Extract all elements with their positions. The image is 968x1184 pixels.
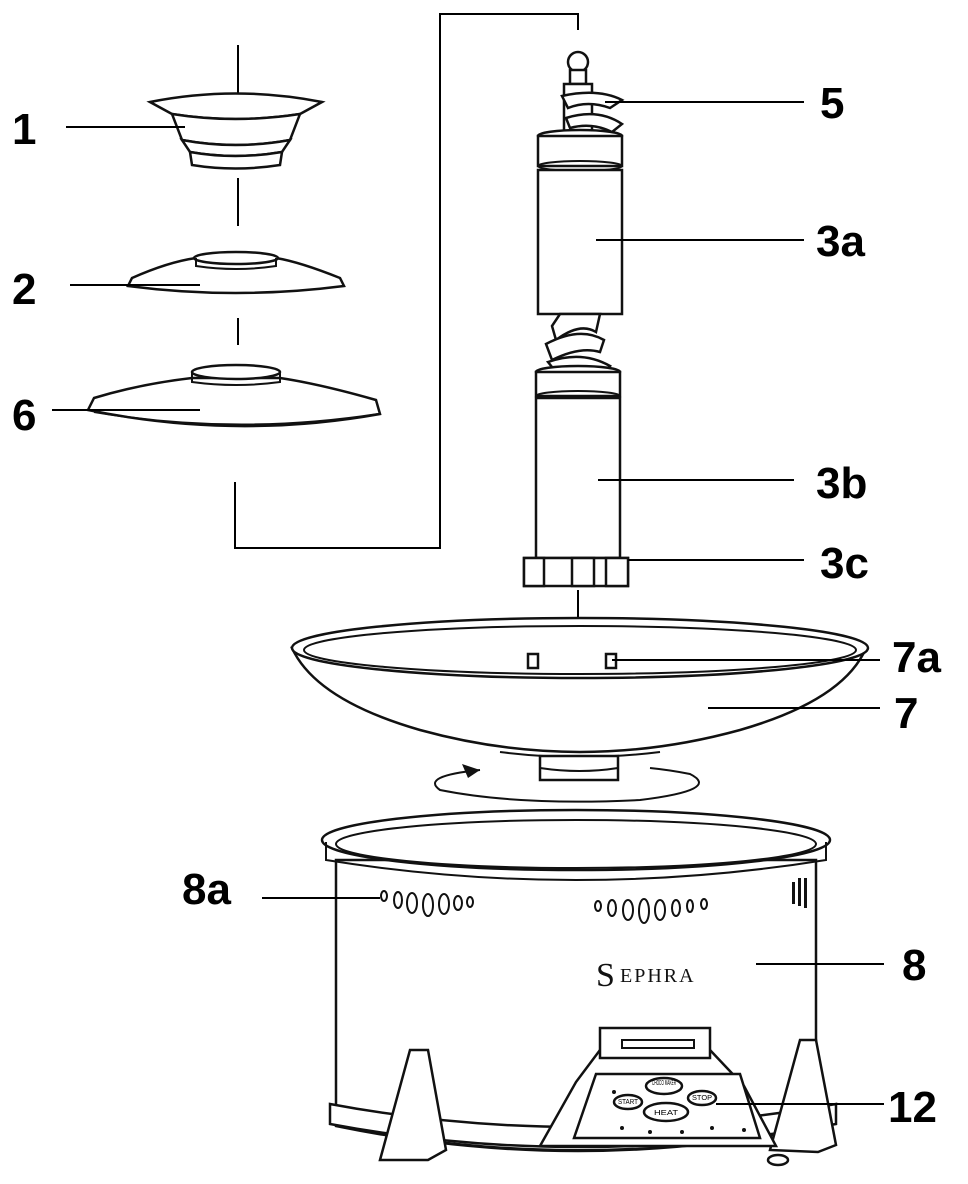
part-12-control-panel: CHOCO MAKER START STOP HEAT <box>537 1026 779 1148</box>
part-2-middle-tier <box>126 250 346 295</box>
stop-button-label: STOP <box>692 1095 712 1102</box>
part-3a-upper-column <box>536 128 624 374</box>
label-1: 1 <box>12 105 36 154</box>
label-2: 2 <box>12 265 36 314</box>
heat-button <box>642 1101 690 1123</box>
label-3b: 3b <box>816 459 867 508</box>
label-5: 5 <box>820 79 844 128</box>
part-6-bottom-tier <box>86 363 382 428</box>
choco-button-label: CHOCO MAKER <box>652 1080 676 1087</box>
part-7-bowl <box>290 616 870 782</box>
sephra-brand-logo: S EPHRA <box>596 957 696 994</box>
label-3a: 3a <box>816 217 865 266</box>
heat-button-label: HEAT <box>654 1110 679 1117</box>
part-1-top-crown <box>146 92 326 170</box>
leader-lines <box>52 101 884 1105</box>
part-8a-vents <box>380 878 807 924</box>
label-12: 12 <box>888 1083 937 1132</box>
label-3c: 3c <box>820 539 869 588</box>
stop-button <box>686 1089 718 1107</box>
choco-button <box>644 1076 684 1096</box>
label-6: 6 <box>12 391 36 440</box>
label-7a: 7a <box>892 633 941 682</box>
label-8: 8 <box>902 941 926 990</box>
rotation-arrow-icon <box>434 764 700 803</box>
label-8a: 8a <box>182 865 231 914</box>
start-button-label: START <box>618 1099 639 1106</box>
start-button <box>612 1093 644 1111</box>
label-7: 7 <box>894 689 918 738</box>
part-3c-column-feet <box>522 556 630 588</box>
brand-rest: EPHRA <box>620 965 696 987</box>
brand-initial: S <box>596 957 615 994</box>
part-5-spiral-top <box>560 50 625 138</box>
part-labels: 1 2 6 5 3a 3b 3c 7a 7 8a 8 12 <box>12 79 941 1132</box>
part-3b-lower-column <box>534 364 622 560</box>
